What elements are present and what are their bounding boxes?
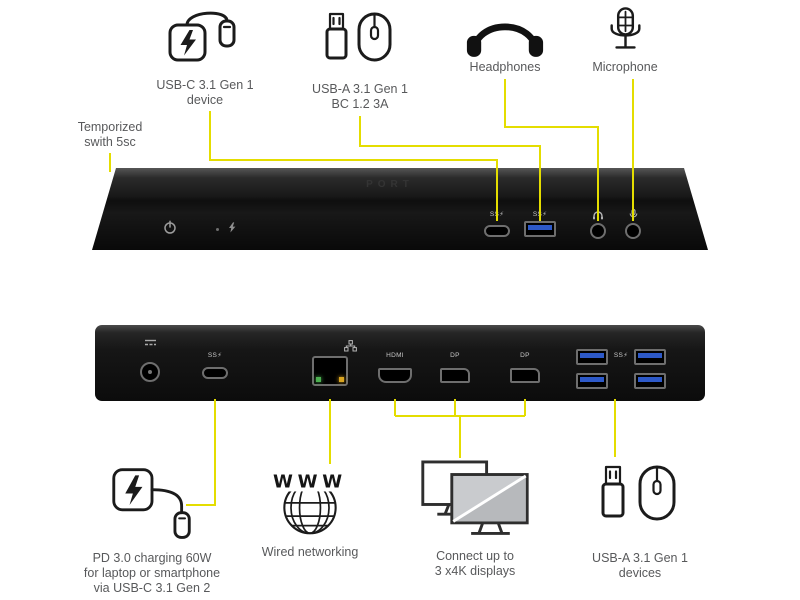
dock-front-view: PORT SS⚡ SS⚡ — [90, 168, 710, 250]
label-line: USB-A 3.1 Gen 1 — [592, 551, 688, 565]
back-usb-c-mark: SS⚡ — [207, 352, 223, 359]
front-usb-a-mark: SS⚡ — [532, 211, 548, 218]
usb-c-device-label: USB-C 3.1 Gen 1 device — [135, 78, 275, 108]
status-led — [216, 228, 219, 231]
www-text: WWW — [273, 472, 347, 493]
label-line: devices — [618, 566, 662, 580]
label-line: Wired networking — [261, 545, 359, 559]
power-button-icon — [164, 220, 176, 234]
microphone-icon — [610, 7, 641, 49]
headphones-icon — [466, 23, 544, 57]
headphones-label: Headphones — [435, 60, 575, 75]
dp-port-right — [510, 368, 540, 383]
label-line: PD 3.0 charging 60W — [92, 551, 212, 565]
back-usb-a-mark: SS⚡ — [613, 352, 629, 359]
label-line: USB-C 3.1 Gen 1 — [156, 78, 254, 92]
headphone-jack-port — [590, 223, 606, 239]
www-globe-icon: WWW — [267, 471, 353, 535]
dp-left-mark: DP — [450, 352, 460, 359]
usb-indicator-icon — [229, 222, 236, 233]
front-usb-a-port — [524, 221, 556, 237]
ethernet-led-green — [316, 377, 321, 382]
dp-port-left — [440, 368, 470, 383]
wired-networking-label: Wired networking — [230, 545, 390, 560]
usb-a-tab — [580, 353, 604, 358]
label-line: for laptop or smartphone — [83, 566, 221, 580]
ethernet-icon — [344, 340, 357, 352]
temporized-switch-label: Temporized swith 5sc — [40, 120, 180, 150]
hdmi-mark: HDMI — [386, 352, 404, 359]
displays-label: Connect up to 3 x4K displays — [395, 549, 555, 579]
microphone-jack-port — [625, 223, 641, 239]
label-line: swith 5sc — [84, 135, 136, 149]
front-usb-c-mark: SS⚡ — [489, 211, 505, 218]
front-usb-c-port — [484, 225, 510, 237]
dc-power-icon — [145, 339, 156, 346]
usb-a-tab — [638, 353, 662, 358]
dock-back-view: SS⚡ HDMI DP DP SS⚡ — [95, 325, 705, 401]
dc-in-port — [140, 362, 160, 382]
label-line: Temporized — [77, 120, 143, 134]
usb-stick-mouse-icon — [325, 12, 392, 62]
displays-icon — [421, 460, 529, 535]
ethernet-port — [312, 356, 348, 386]
usb-a-tab — [528, 225, 552, 230]
label-line: 3 x4K displays — [434, 564, 516, 578]
pd-charging-label: PD 3.0 charging 60W for laptop or smartp… — [57, 551, 247, 596]
back-usb-a-port-2 — [634, 349, 666, 365]
brand-logo: PORT — [366, 179, 414, 190]
usb-c-plug-icon — [168, 11, 236, 62]
back-usb-c-port — [202, 367, 228, 379]
usb-a-devices-label: USB-A 3.1 Gen 1 devices — [560, 551, 720, 581]
back-usb-a-port-1 — [576, 349, 608, 365]
label-line: Headphones — [469, 60, 541, 74]
label-line: Microphone — [592, 60, 658, 74]
microphone-label: Microphone — [555, 60, 695, 75]
dc-pin — [148, 370, 152, 374]
label-line: via USB-C 3.1 Gen 2 — [93, 581, 211, 595]
back-usb-a-port-3 — [576, 373, 608, 389]
dp-right-mark: DP — [520, 352, 530, 359]
back-usb-a-port-4 — [634, 373, 666, 389]
label-line: USB-A 3.1 Gen 1 — [312, 82, 408, 96]
callout-displays — [394, 399, 526, 458]
label-line: Connect up to — [436, 549, 514, 563]
usb-a-host-label: USB-A 3.1 Gen 1 BC 1.2 3A — [290, 82, 430, 112]
label-line: BC 1.2 3A — [331, 97, 389, 111]
hdmi-port — [378, 368, 412, 383]
ethernet-led-amber — [339, 377, 344, 382]
usb-a-tab — [580, 377, 604, 382]
mic-jack-icon — [629, 209, 638, 220]
pd-charging-icon — [112, 468, 191, 539]
usb-a-tab — [638, 377, 662, 382]
label-line: device — [186, 93, 224, 107]
usb-stick-mouse-devices-icon — [601, 465, 676, 521]
headphone-jack-icon — [593, 211, 603, 220]
